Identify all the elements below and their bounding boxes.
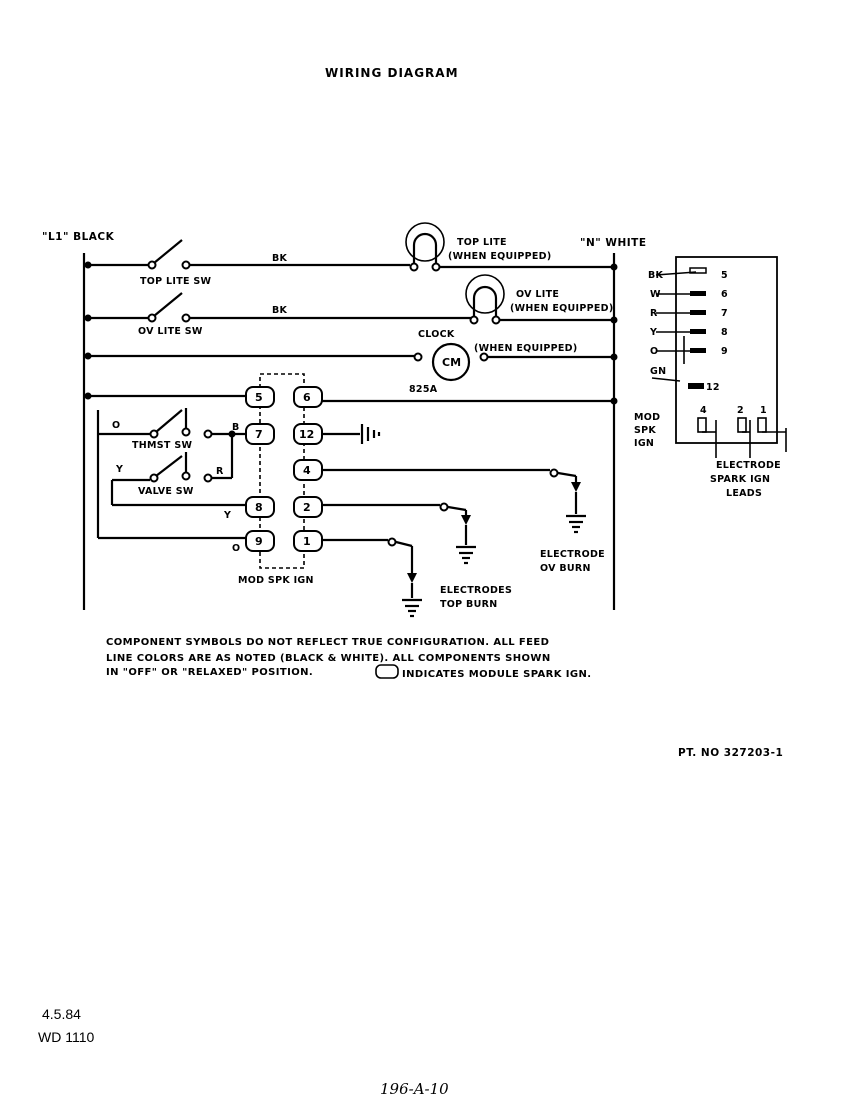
detail-side-label-2: SPK [634, 425, 656, 436]
terminal-2: 2 [293, 496, 323, 518]
l1-label: "L1" BLACK [42, 231, 115, 243]
detail-pin-8: 8 [721, 327, 728, 338]
valve-switch-circuit [110, 452, 246, 507]
wire-color-bk2: BK [272, 305, 288, 316]
detail-pin-5: 5 [721, 270, 728, 281]
detail-lead-pin-1: 1 [760, 405, 767, 416]
ov-lite-switch-blade [153, 292, 183, 317]
clock-label: CLOCK [418, 329, 455, 340]
wire-color-r: R [216, 466, 224, 477]
diagram-title: WIRING DIAGRAM [325, 66, 459, 80]
leads-label-1: ELECTRODE [716, 460, 781, 471]
top-lite-switch-blade [153, 239, 183, 264]
electrode-top-burn-circuit-b [322, 537, 422, 618]
note-line-3: IN "OFF" OR "RELAXED" POSITION. [106, 667, 313, 678]
date: 4.5.84 [42, 1006, 81, 1022]
svg-text:6: 6 [303, 391, 311, 404]
valve-sw-label: VALVE SW [138, 486, 194, 497]
top-lite-bulb-icon [412, 232, 438, 264]
detail-pin-6: 6 [721, 289, 728, 300]
clock-symbol: CM [442, 356, 461, 369]
doc-code: WD 1110 [38, 1029, 94, 1045]
terminal-8: 8 [245, 496, 275, 518]
ov-lite-bulb-icon [472, 285, 498, 317]
leads-label-2: SPARK IGN [710, 474, 770, 485]
note-line-2: LINE COLORS ARE AS NOTED (BLACK & WHITE)… [106, 653, 551, 664]
detail-pin-7: 7 [721, 308, 728, 319]
wire-color-b: B [232, 422, 240, 433]
clock-note: (WHEN EQUIPPED) [474, 343, 577, 354]
svg-text:1: 1 [303, 535, 311, 548]
rung-top-lite [84, 222, 618, 272]
detail-color-gn: GN [650, 366, 666, 377]
detail-color-bk: BK [648, 270, 664, 281]
wire-color-o1: O [112, 420, 120, 431]
svg-text:5: 5 [255, 391, 263, 404]
leads-label-3: LEADS [726, 488, 762, 499]
wire-color-o2: O [232, 543, 240, 554]
terminal-4: 4 [293, 459, 323, 481]
wire-color-y1: Y [115, 464, 123, 475]
ov-lite-sw-label: OV LITE SW [138, 326, 203, 337]
detail-color-y: Y [649, 327, 657, 338]
top-lite-note: (WHEN EQUIPPED) [448, 251, 551, 262]
part-number: PT. NO 327203-1 [678, 747, 783, 759]
detail-color-w: W [650, 289, 661, 300]
ov-lite-note: (WHEN EQUIPPED) [510, 303, 613, 314]
thmst-switch-circuit [96, 408, 246, 540]
terminal-6: 6 [293, 386, 323, 408]
thmst-sw-label: THMST SW [132, 440, 192, 451]
terminal-9: 9 [245, 530, 275, 552]
terminal-1: 1 [293, 530, 323, 552]
svg-text:2: 2 [303, 501, 311, 514]
svg-text:9: 9 [255, 535, 263, 548]
note-symbol-text: INDICATES MODULE SPARK IGN. [402, 669, 592, 680]
clock-motor-icon [431, 342, 471, 382]
module-symbol-icon [375, 664, 399, 679]
electrode-ov-burn-label-1: ELECTRODE [540, 549, 605, 560]
electrode-top-burn-circuit-a [322, 502, 476, 565]
handwritten-code: 196-A-10 [380, 1080, 449, 1098]
detail-lead-pin-2: 2 [737, 405, 744, 416]
module-ground-icon [322, 424, 381, 444]
rung-clock [84, 342, 618, 382]
note-line-1: COMPONENT SYMBOLS DO NOT REFLECT TRUE CO… [106, 637, 549, 648]
svg-text:12: 12 [299, 428, 314, 441]
wire-color-bk1: BK [272, 253, 288, 264]
detail-side-label-1: MOD [634, 412, 660, 423]
rung-module-supply [84, 392, 618, 405]
top-lite-label: TOP LITE [457, 237, 507, 248]
terminal-5: 5 [245, 386, 275, 408]
clock-wire-label: 825A [409, 384, 438, 395]
electrodes-top-burn-label-1: ELECTRODES [440, 585, 512, 596]
svg-text:8: 8 [255, 501, 263, 514]
terminal-12: 12 [293, 423, 323, 445]
wire-color-y2: Y [223, 510, 231, 521]
module-detail-box [651, 256, 787, 458]
terminal-7: 7 [245, 423, 275, 445]
electrodes-top-burn-label-2: TOP BURN [440, 599, 497, 610]
ov-lite-label: OV LITE [516, 289, 559, 300]
top-lite-sw-label: TOP LITE SW [140, 276, 212, 287]
detail-color-o: O [650, 346, 658, 357]
detail-pin-12: 12 [706, 382, 720, 393]
electrode-ov-burn-circuit [322, 468, 586, 534]
mod-spk-ign-label: MOD SPK IGN [238, 575, 314, 586]
detail-lead-pin-4: 4 [700, 405, 707, 416]
rung-ov-lite [84, 274, 618, 325]
svg-text:4: 4 [303, 464, 311, 477]
n-label: "N" WHITE [580, 237, 647, 249]
detail-pin-9: 9 [721, 346, 728, 357]
electrode-ov-burn-label-2: OV BURN [540, 563, 591, 574]
detail-color-r: R [650, 308, 658, 319]
detail-side-label-3: IGN [634, 438, 654, 449]
svg-text:7: 7 [255, 428, 263, 441]
